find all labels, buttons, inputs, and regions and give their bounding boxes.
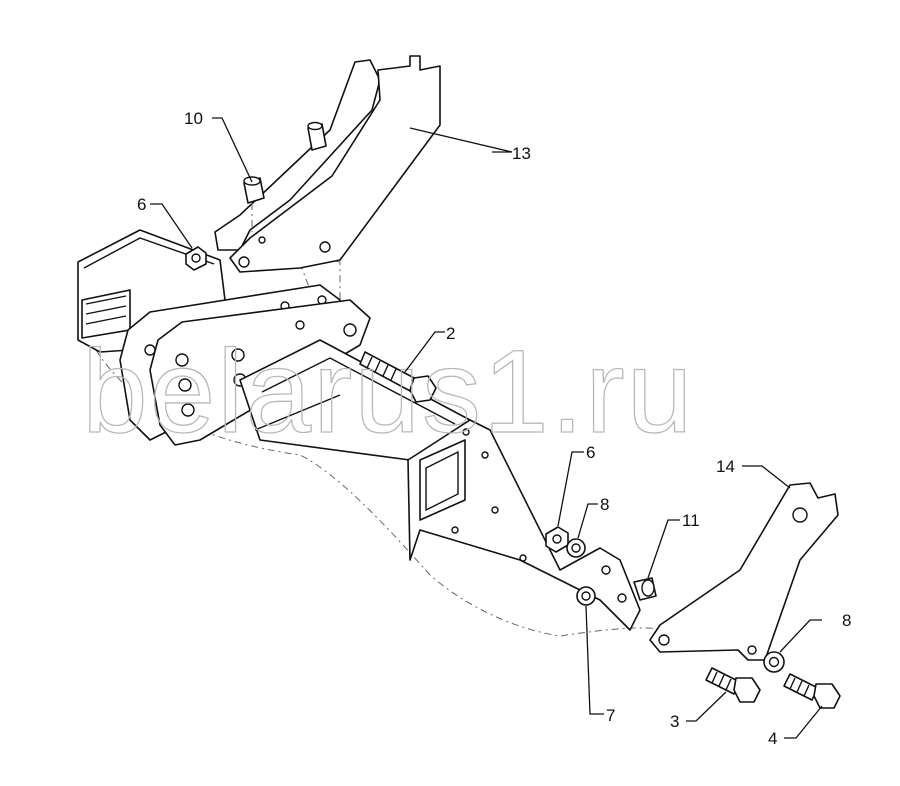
bolt-part-3 xyxy=(705,667,761,703)
callout-2: 2 xyxy=(446,324,455,343)
callout-14: 14 xyxy=(716,457,735,476)
washer-part-8-upper xyxy=(566,538,586,558)
bushing-part-11 xyxy=(633,577,657,601)
callout-6-left: 6 xyxy=(137,195,146,214)
watermark: belarus1.ru xyxy=(82,326,694,458)
callout-13: 13 xyxy=(512,144,531,163)
side-bracket-plate xyxy=(407,419,641,631)
callout-10: 10 xyxy=(184,109,203,128)
callout-7: 7 xyxy=(606,706,615,725)
nut-part-6-left xyxy=(185,246,207,271)
callout-8-upper: 8 xyxy=(600,495,609,514)
bushing-part-10 xyxy=(243,121,327,232)
leader-lines xyxy=(150,117,823,739)
washer-part-7 xyxy=(576,586,596,606)
callout-6-right: 6 xyxy=(586,443,595,462)
bolt-part-4 xyxy=(783,673,841,709)
callout-3: 3 xyxy=(670,712,679,731)
bolt-part-2 xyxy=(359,351,437,403)
callout-11: 11 xyxy=(682,511,700,530)
callout-4: 4 xyxy=(768,729,777,748)
callout-8-lower: 8 xyxy=(842,611,851,630)
washer-part-8-lower xyxy=(763,651,785,673)
nut-part-6-right xyxy=(545,526,569,553)
upper-arm-part-13 xyxy=(214,55,441,273)
lower-arm-part-14 xyxy=(649,482,839,661)
